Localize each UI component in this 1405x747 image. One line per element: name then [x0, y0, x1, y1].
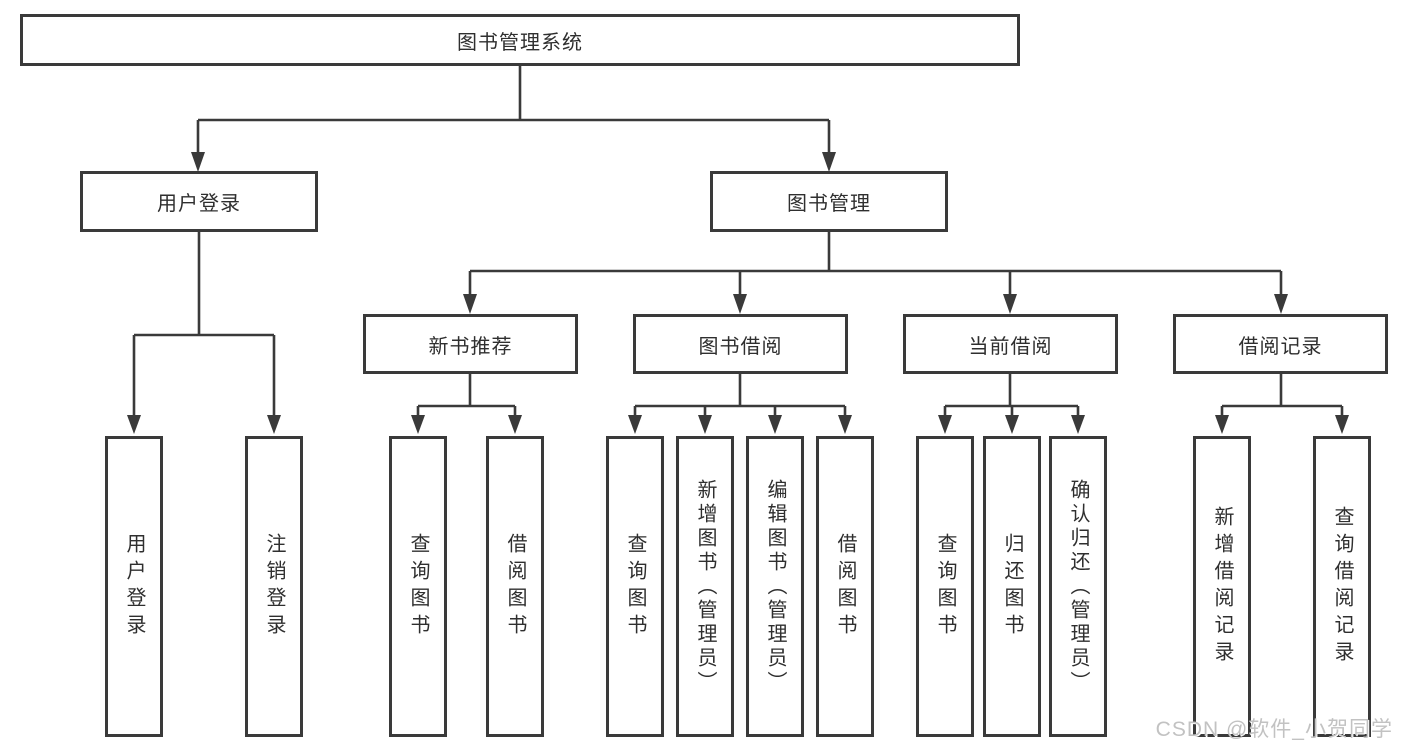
- node-book-borrow: 图书借阅: [633, 314, 848, 374]
- leaf-query-books-recommend: 查询图书: [389, 436, 447, 737]
- leaf-borrow-books-label: 借阅图书: [834, 532, 856, 641]
- leaf-query-borrow-record-label: 查询借阅记录: [1331, 505, 1353, 668]
- leaf-logout-label: 注销登录: [263, 532, 285, 641]
- leaf-borrow-books-recommend-label: 借阅图书: [504, 532, 526, 641]
- leaf-edit-book-admin-label: 编辑图书（管理员）: [764, 478, 786, 695]
- leaf-query-books-recommend-label: 查询图书: [407, 532, 429, 641]
- leaf-query-books-current-label: 查询图书: [934, 532, 956, 641]
- leaf-user-login-label: 用户登录: [123, 532, 145, 641]
- leaf-add-borrow-record-label: 新增借阅记录: [1211, 505, 1233, 668]
- leaf-edit-book-admin: 编辑图书（管理员）: [746, 436, 804, 737]
- leaf-confirm-return-admin: 确认归还（管理员）: [1049, 436, 1107, 737]
- leaf-return-books-label: 归还图书: [1001, 532, 1023, 641]
- leaf-query-books-borrow: 查询图书: [606, 436, 664, 737]
- leaf-borrow-books-recommend: 借阅图书: [486, 436, 544, 737]
- node-borrow-records: 借阅记录: [1173, 314, 1388, 374]
- leaf-query-books-current: 查询图书: [916, 436, 974, 737]
- leaf-borrow-books: 借阅图书: [816, 436, 874, 737]
- node-new-book-recommend: 新书推荐: [363, 314, 578, 374]
- node-book-management: 图书管理: [710, 171, 948, 232]
- leaf-confirm-return-admin-label: 确认归还（管理员）: [1067, 478, 1089, 695]
- leaf-return-books: 归还图书: [983, 436, 1041, 737]
- leaf-add-borrow-record: 新增借阅记录: [1193, 436, 1251, 737]
- leaf-add-book-admin-label: 新增图书（管理员）: [694, 478, 716, 695]
- leaf-query-books-borrow-label: 查询图书: [624, 532, 646, 641]
- node-book-mgmt-system: 图书管理系统: [20, 14, 1020, 66]
- leaf-add-book-admin: 新增图书（管理员）: [676, 436, 734, 737]
- leaf-user-login: 用户登录: [105, 436, 163, 737]
- node-user-login: 用户登录: [80, 171, 318, 232]
- node-current-borrow: 当前借阅: [903, 314, 1118, 374]
- leaf-logout: 注销登录: [245, 436, 303, 737]
- leaf-query-borrow-record: 查询借阅记录: [1313, 436, 1371, 737]
- csdn-watermark: CSDN @软件_小贺同学: [1155, 718, 1393, 741]
